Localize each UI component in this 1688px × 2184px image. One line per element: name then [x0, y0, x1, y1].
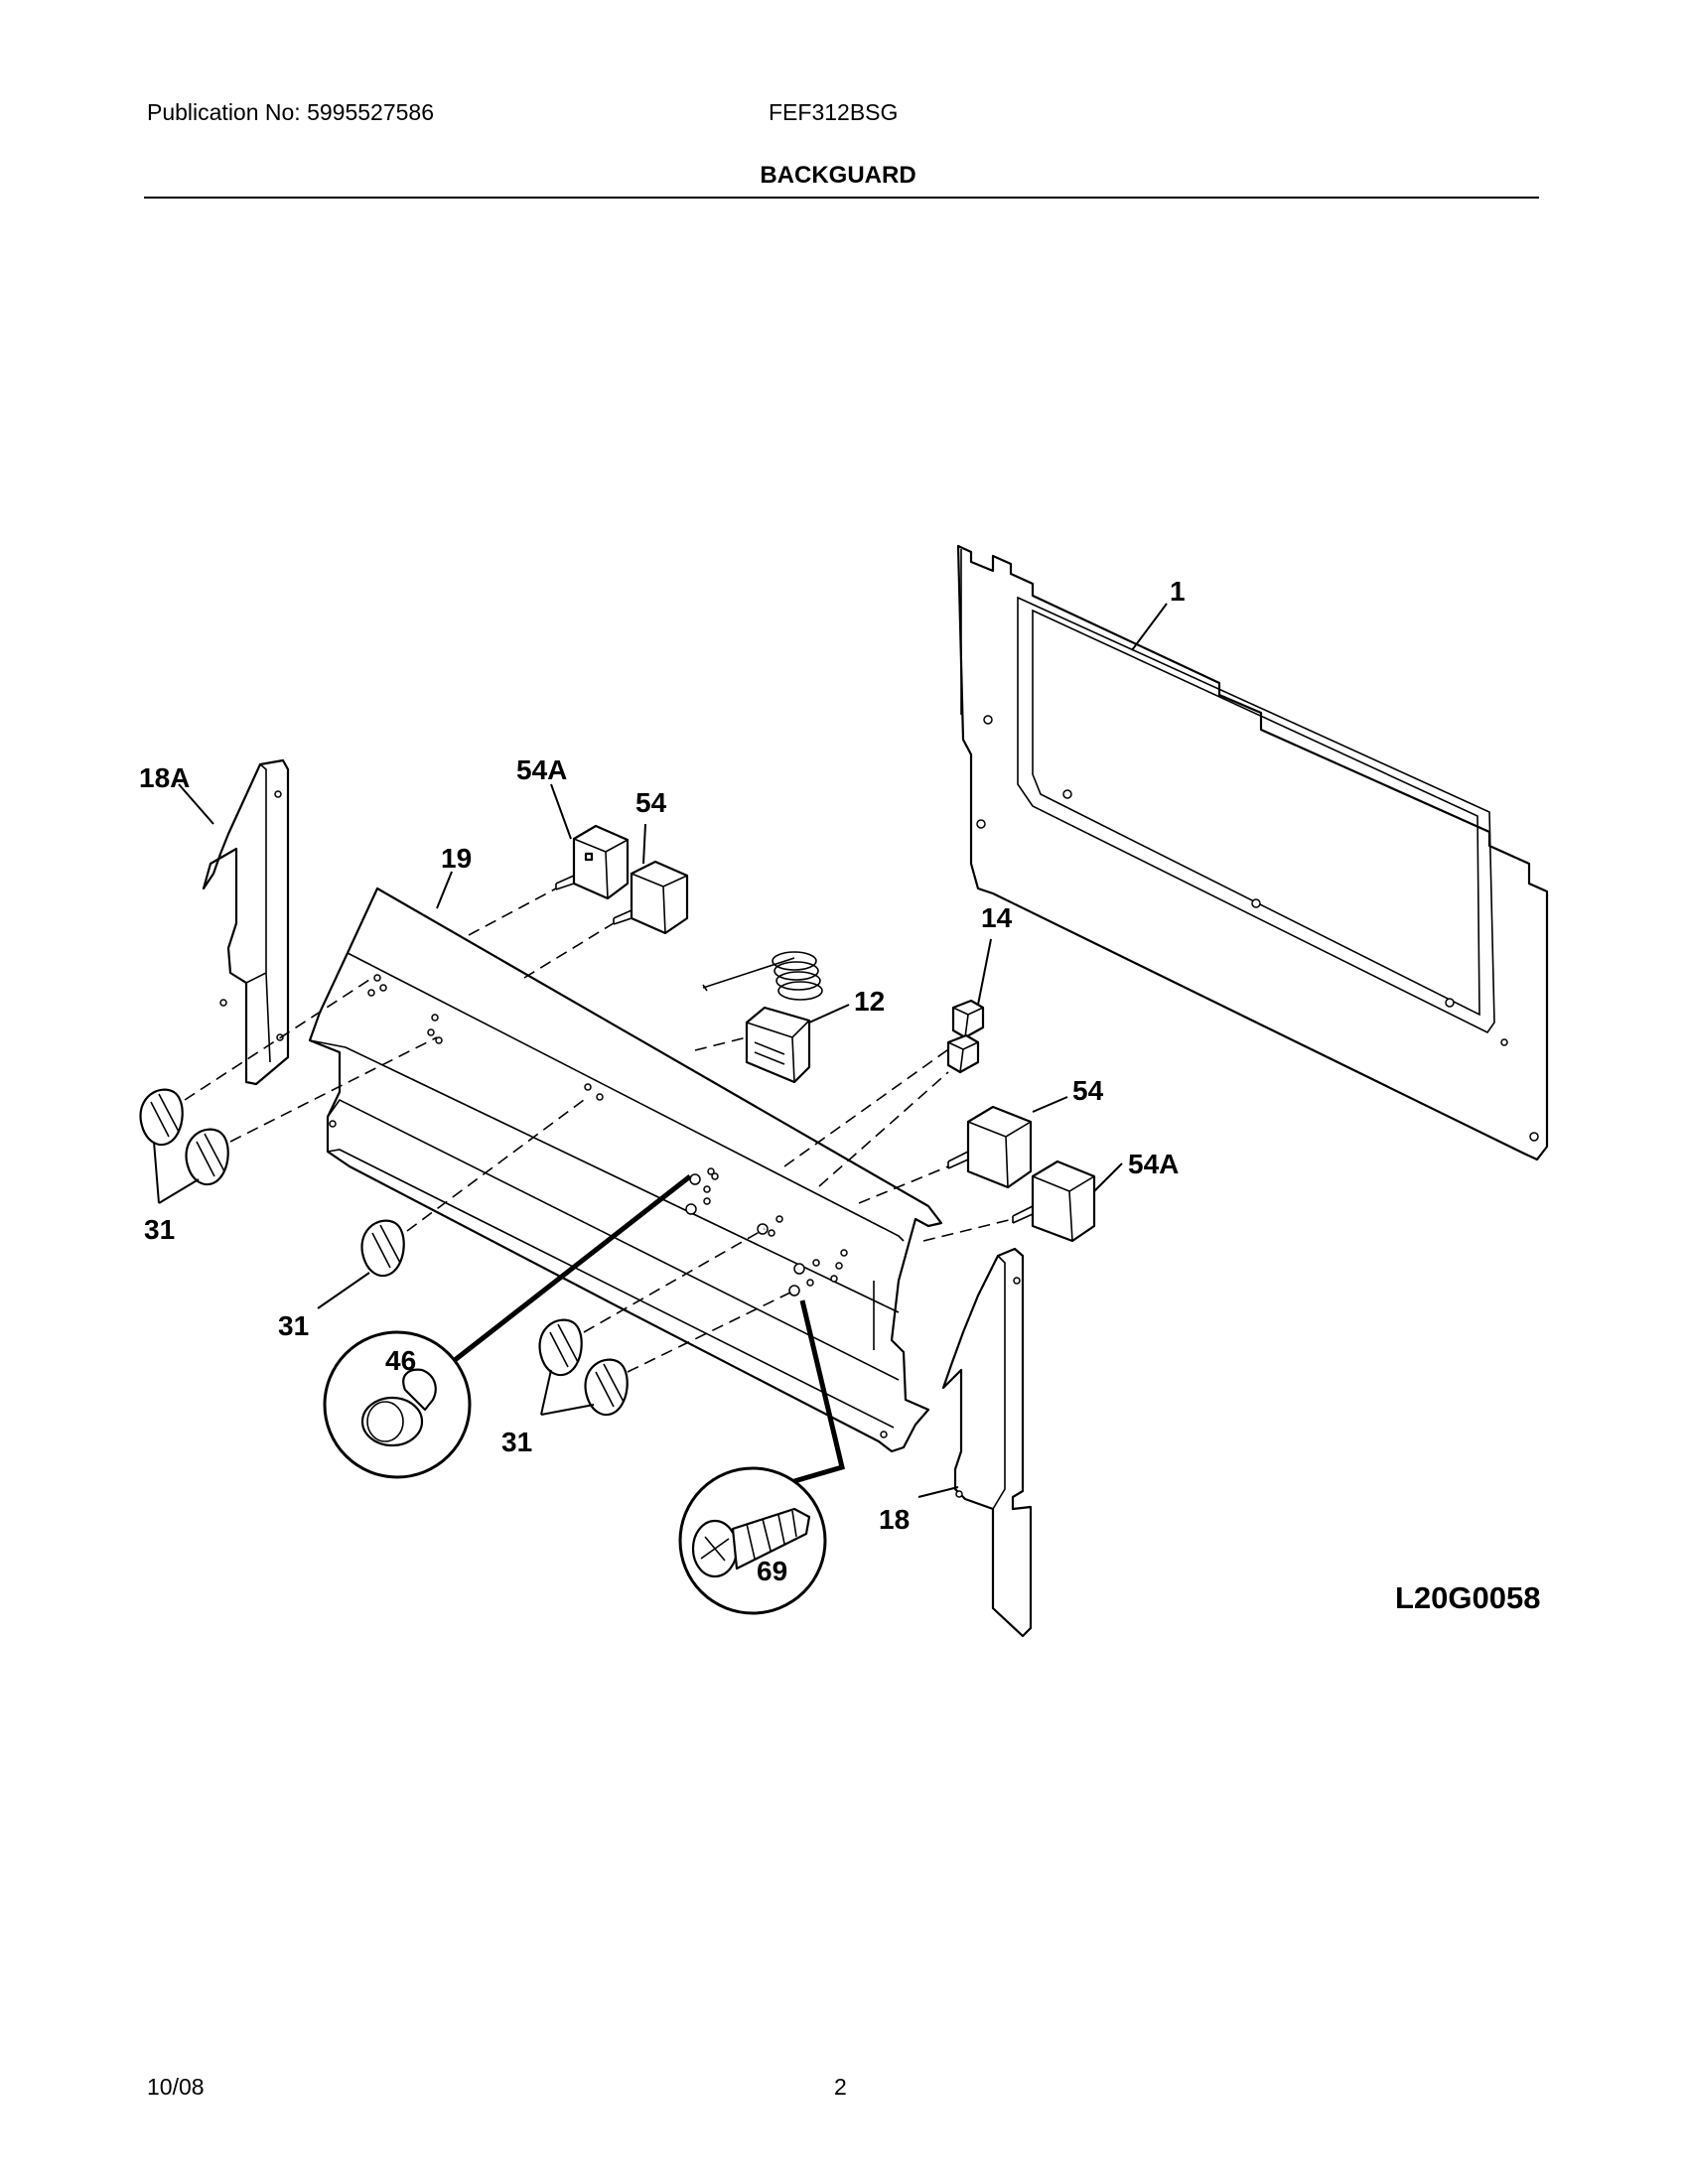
callout-69: 69: [757, 1556, 787, 1586]
leader-lines: [153, 603, 1168, 1498]
callout-14: 14: [981, 902, 1013, 933]
switch-part-54a-top: [555, 824, 630, 900]
callout-18: 18: [879, 1504, 910, 1535]
knob-part-31-b: [185, 1128, 229, 1186]
knob-part-31-a: [139, 1088, 184, 1147]
page-number: 2: [834, 2074, 847, 2100]
callout-54-right: 54: [1072, 1075, 1104, 1106]
publication-date: 10/08: [147, 2074, 205, 2100]
knob-part-31-e: [584, 1358, 629, 1417]
section-title: BACKGUARD: [760, 162, 916, 189]
assembly-lines: [184, 887, 1014, 1373]
callout-31-bottom: 31: [501, 1427, 532, 1457]
thermostat-part-12: [702, 951, 823, 1084]
callout-46: 46: [385, 1345, 416, 1376]
callout-1: 1: [1170, 576, 1186, 607]
switch-part-54a-right: [1012, 1160, 1096, 1243]
callout-31-mid: 31: [278, 1310, 309, 1341]
callout-31-left: 31: [144, 1214, 175, 1245]
detail-circle-part-69: [678, 1299, 845, 1615]
callout-54a-right: 54A: [1128, 1149, 1179, 1179]
callout-54a-top: 54A: [516, 754, 567, 785]
right-end-cap-part-18: [941, 1247, 1033, 1638]
switch-part-54-right: [947, 1105, 1033, 1189]
knob-part-31-d: [538, 1318, 583, 1377]
drawing-code: L20G0058: [1395, 1580, 1541, 1615]
header-rule: [144, 197, 1539, 199]
hardware-screws: [685, 1167, 820, 1297]
rear-panel-part-1: [956, 544, 1549, 1161]
knob-part-31-c: [360, 1219, 405, 1278]
callout-54-top: 54: [635, 787, 667, 818]
left-end-cap-part-18a: [202, 758, 290, 1086]
callout-19: 19: [441, 843, 472, 874]
detail-circle-part-46: [323, 1174, 692, 1479]
control-panel-part-19: [308, 887, 943, 1453]
switch-part-54-top: [613, 860, 689, 935]
callout-12: 12: [854, 986, 885, 1017]
publication-number: Publication No: 5995527586: [147, 99, 435, 125]
light-switch-part-14: [946, 999, 985, 1074]
callout-18a: 18A: [139, 762, 190, 793]
model-number: FEF312BSG: [769, 99, 899, 125]
